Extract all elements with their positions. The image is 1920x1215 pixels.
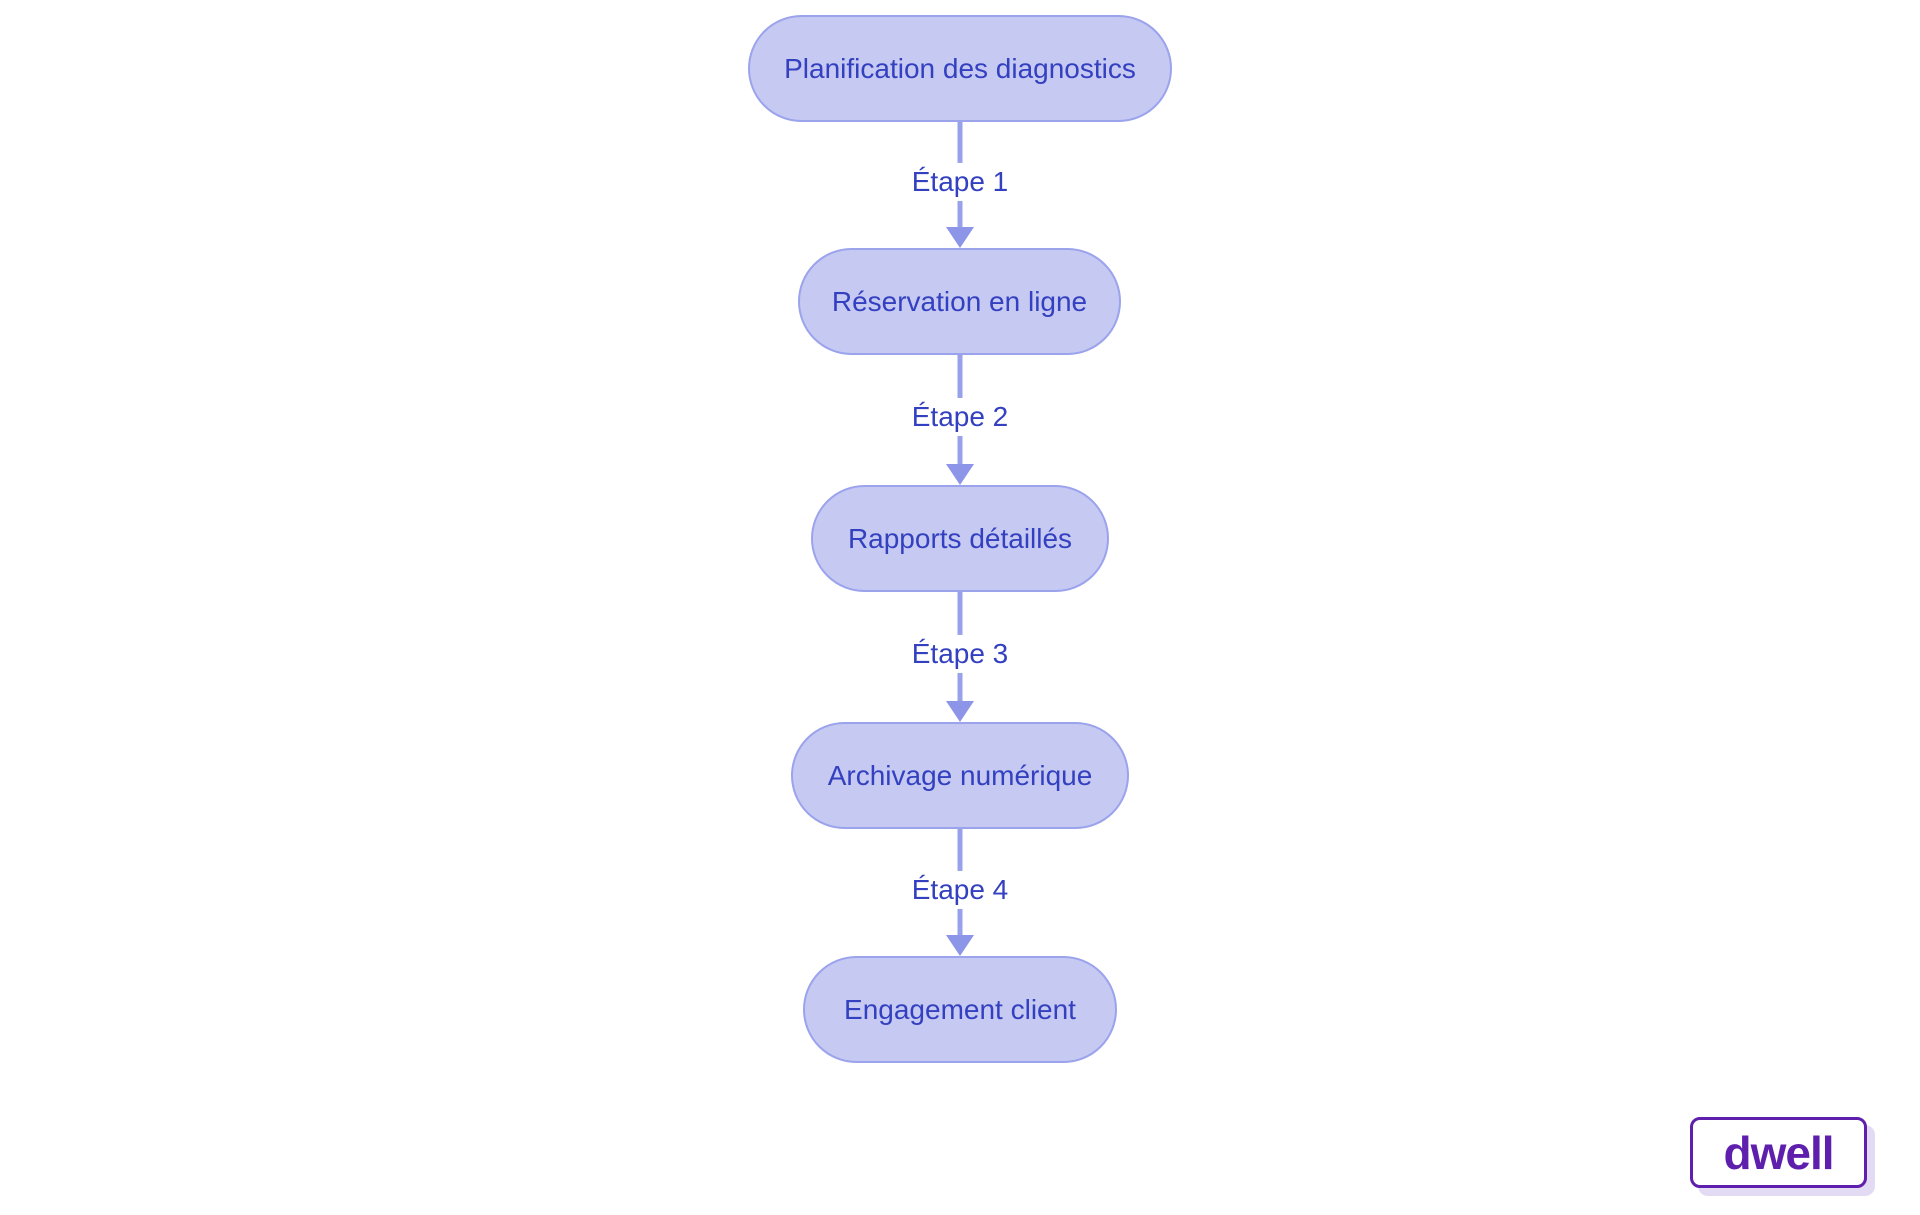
flow-node-engagement: Engagement client	[803, 956, 1117, 1063]
edge-label-etape-3: Étape 3	[901, 634, 1019, 673]
flow-connector-3: Étape 3	[860, 592, 1060, 722]
flow-node-archivage: Archivage numérique	[791, 722, 1129, 829]
flow-node-label: Planification des diagnostics	[784, 52, 1136, 84]
flow-node-rapports: Rapports détaillés	[811, 485, 1109, 592]
arrow-down-icon	[946, 935, 974, 956]
flow-node-label: Archivage numérique	[827, 759, 1093, 791]
flow-connector-2: Étape 2	[860, 355, 1060, 485]
flow-node-reservation: Réservation en ligne	[798, 248, 1121, 355]
edge-label-etape-1: Étape 1	[901, 162, 1019, 201]
flow-node-planification: Planification des diagnostics	[748, 15, 1172, 122]
dwell-logo-text: dwell	[1723, 1126, 1834, 1179]
edge-label-etape-4: Étape 4	[901, 870, 1019, 909]
flow-node-label: Rapports détaillés	[847, 522, 1073, 554]
arrow-down-icon	[946, 701, 974, 722]
flow-connector-1: Étape 1	[860, 122, 1060, 248]
dwell-logo: dwell	[1690, 1117, 1867, 1188]
flow-node-label: Engagement client	[844, 993, 1076, 1025]
arrow-down-icon	[946, 464, 974, 485]
flow-connector-4: Étape 4	[860, 829, 1060, 956]
arrow-down-icon	[946, 227, 974, 248]
flow-node-label: Réservation en ligne	[831, 285, 1088, 317]
edge-label-etape-2: Étape 2	[901, 397, 1019, 436]
